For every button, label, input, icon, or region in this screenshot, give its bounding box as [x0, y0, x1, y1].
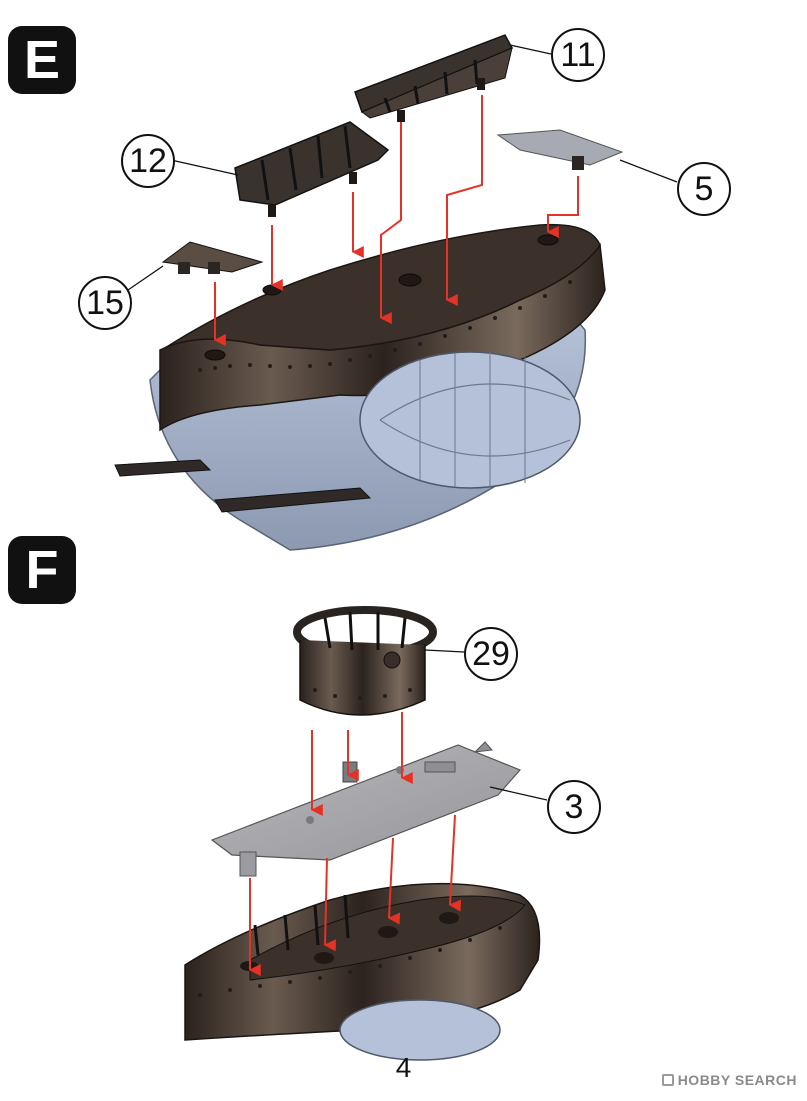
part-12-railing	[234, 121, 390, 217]
part-15-plate	[161, 241, 264, 274]
part-5-plate	[496, 129, 624, 170]
callout-part-12: 12	[121, 134, 175, 188]
callout-part-5: 5	[677, 162, 731, 216]
callout-part-29: 29	[464, 627, 518, 681]
step-e-hull	[114, 223, 606, 551]
step-f-leader-lines	[424, 649, 548, 801]
watermark-logo-icon	[661, 1074, 674, 1086]
step-f-hull	[184, 882, 541, 1061]
watermark: HOBBY SEARCH	[661, 1072, 797, 1088]
step-e-leader-lines	[127, 44, 678, 291]
step-f-arrows	[248, 712, 462, 976]
step-f-badge: F	[8, 536, 76, 604]
callout-part-3: 3	[547, 780, 601, 834]
part-29-turret	[293, 606, 437, 716]
part-3-deck	[210, 741, 522, 877]
page-number: 4	[395, 1052, 412, 1083]
callout-part-11: 11	[551, 28, 605, 82]
watermark-text: HOBBY SEARCH	[677, 1072, 797, 1088]
part-11-railing	[354, 34, 514, 122]
callout-part-15: 15	[78, 276, 132, 330]
step-e-arrows	[213, 95, 579, 346]
step-e-badge: E	[8, 26, 76, 94]
